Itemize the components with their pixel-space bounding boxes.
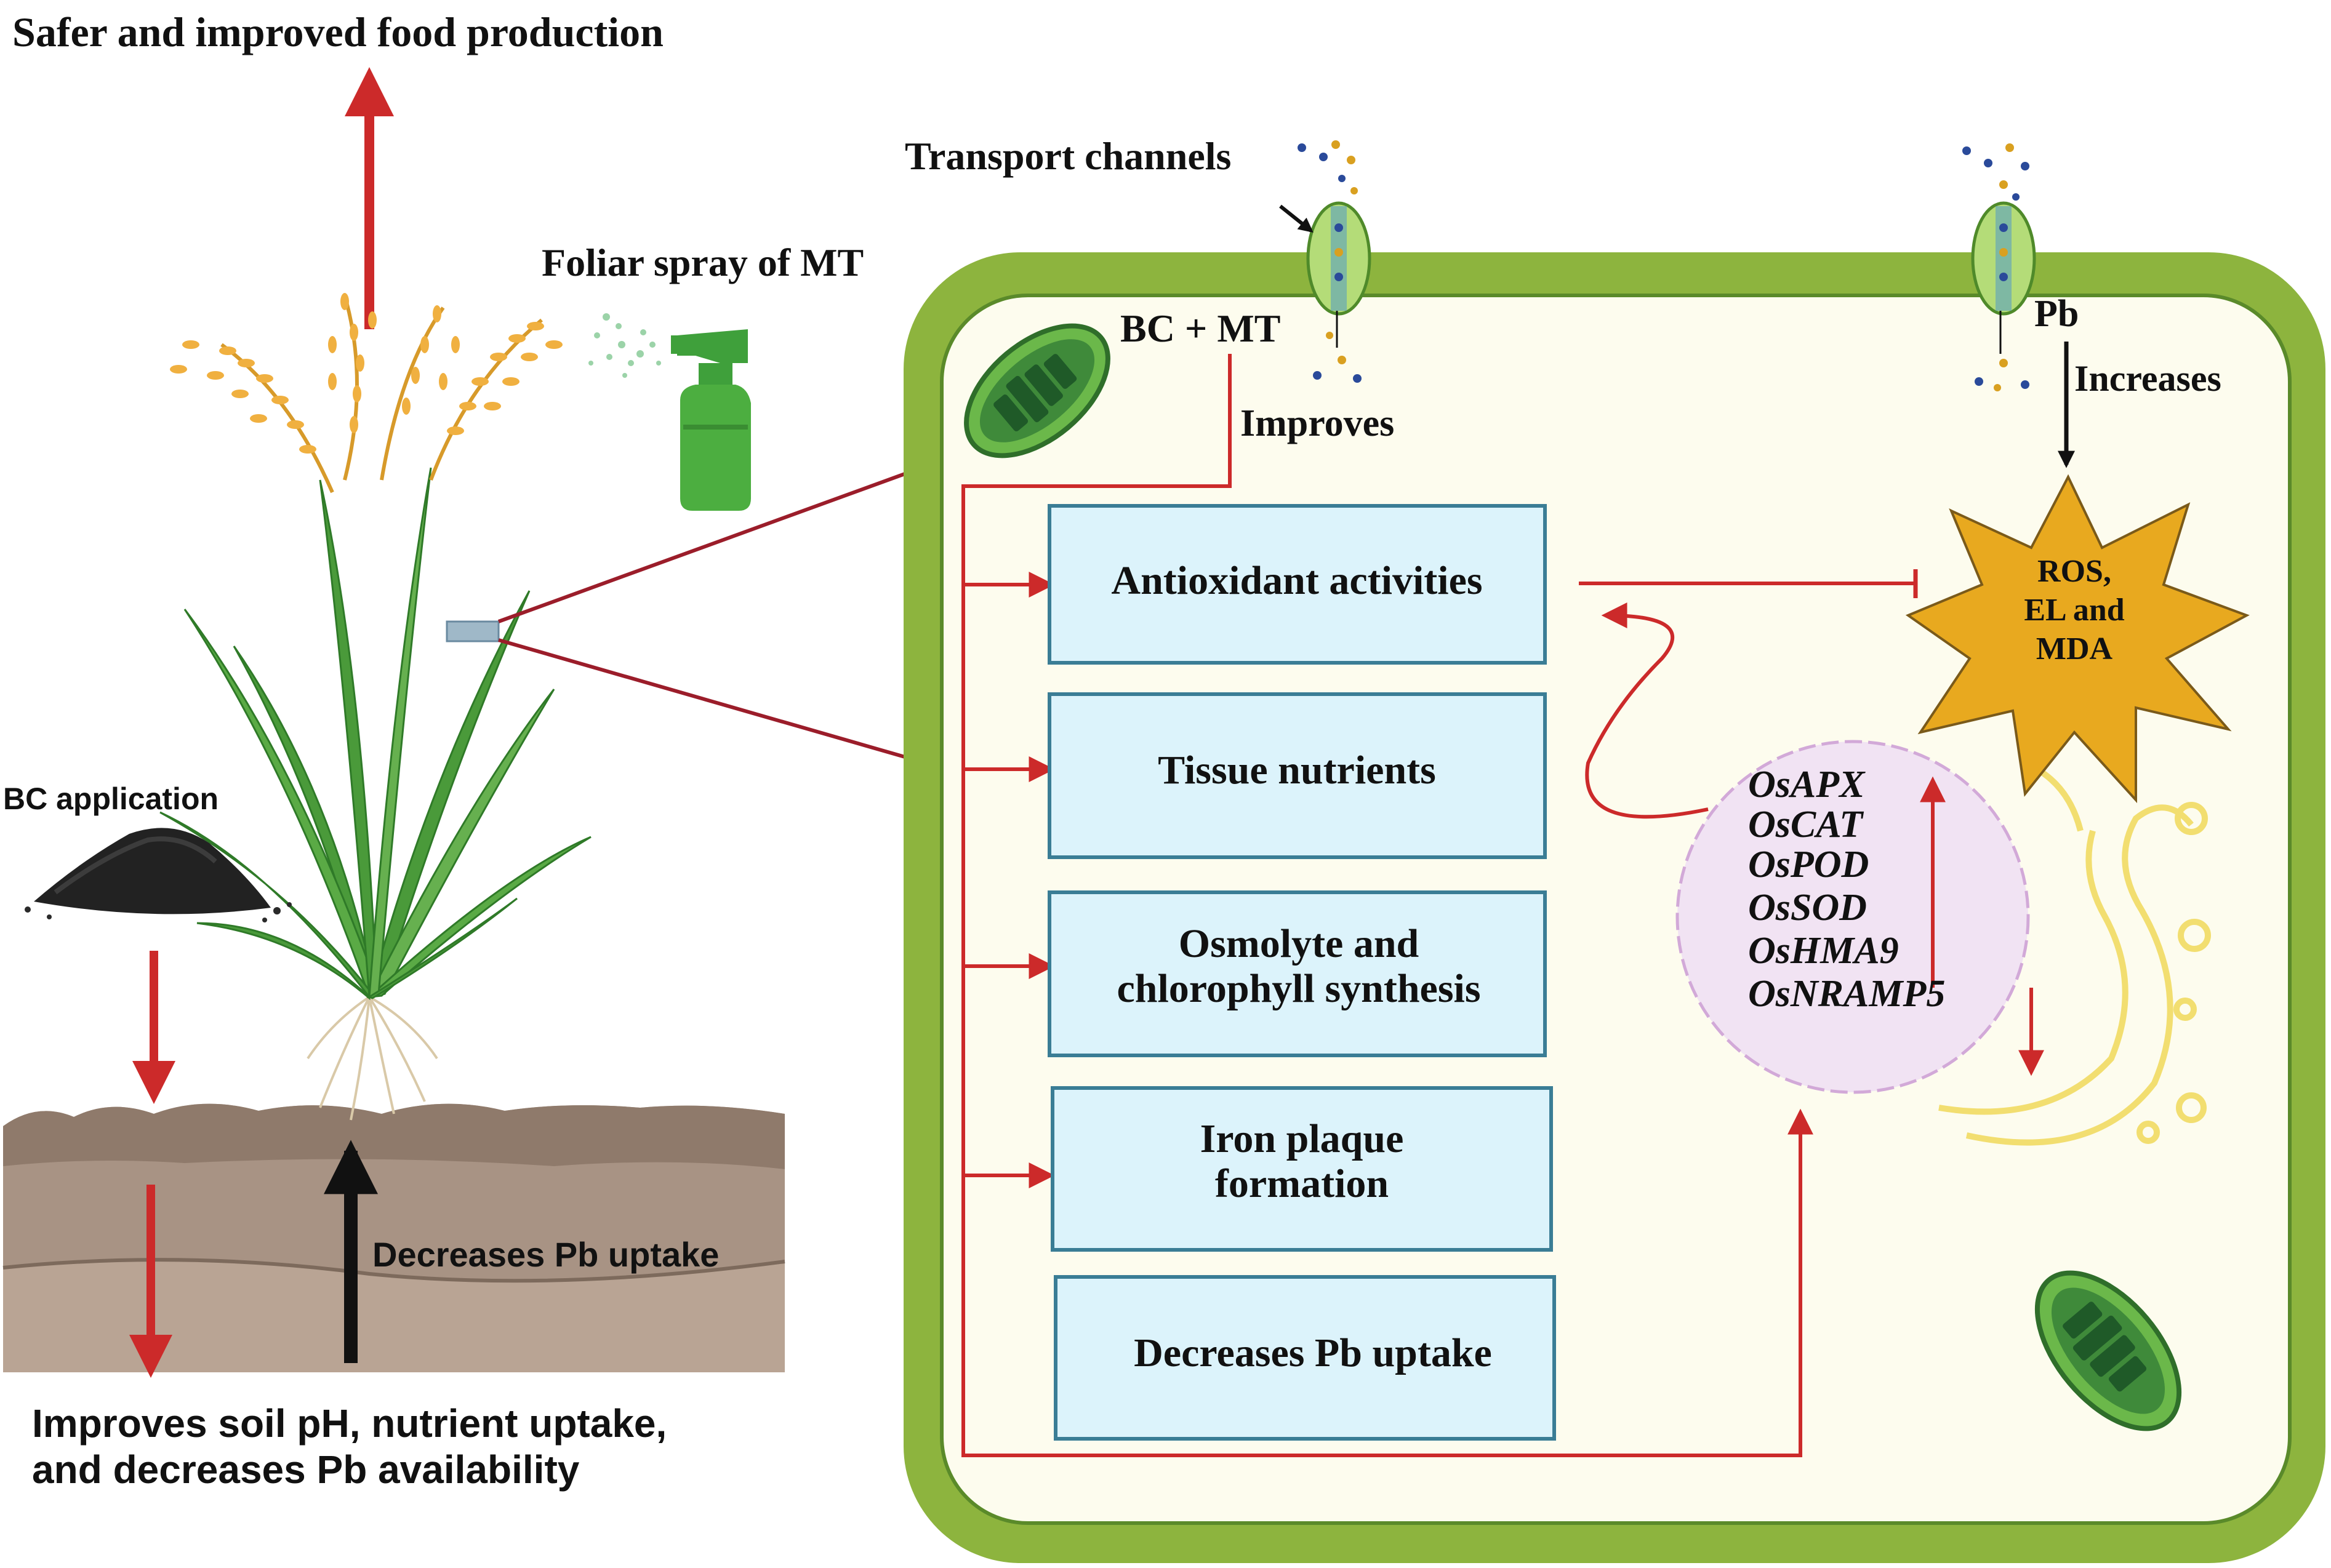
soil-effect-line-1: Improves soil pH, nutrient uptake, [32,1401,667,1446]
plant-roots [307,996,438,1121]
ros-label-line-1: ROS, [2037,554,2111,589]
soil-uptake-label: Decreases Pb uptake [372,1235,719,1274]
gene-ospod: OsPOD [1748,844,1869,886]
effect-box-tissue-nutrients: Tissue nutrients [1048,692,1547,859]
bc-mt-label: BC + MT [1120,306,1280,350]
rice-panicles [170,293,563,494]
pb-label: Pb [2034,293,2079,335]
ros-label-line-3: MDA [2036,631,2113,666]
biochar-pile-icon [25,828,292,922]
improves-label: Improves [1240,402,1394,444]
foliar-label: Foliar spray of MT [542,241,864,284]
gene-osnramp5: OsNRAMP5 [1748,973,1945,1015]
gene-feedback-arrow [1585,602,1709,819]
chloroplast-bottom-icon [2034,1270,2182,1431]
transport-channels-label: Transport channels [905,134,1231,178]
transport-pointer-arrow [1279,204,1314,233]
nucleus [1675,740,2030,1094]
improves-connector [961,354,1802,1457]
title-text: Safer and improved food production [12,9,664,55]
ros-label-line-2: EL and [2024,593,2124,628]
box-antioxidant-line-1: Antioxidant activities [1111,558,1482,603]
box-tissue-line-1: Tissue nutrients [1158,748,1436,793]
box-decreases-line-1: Decreases Pb uptake [1134,1330,1492,1375]
box-osmolyte-line-1: Osmolyte and [1179,921,1419,966]
gene-ossod: OsSOD [1748,887,1867,929]
box-osmolyte-line-2: chlorophyll synthesis [1117,966,1480,1011]
spray-bottle-icon [588,313,751,511]
zoom-line-bottom [498,638,905,759]
box-iron-line-1: Iron plaque [1200,1116,1404,1161]
transport-channel-1-icon [1306,201,1371,316]
transport-channel-2-icon [1971,201,2036,316]
effect-box-iron-plaque: Iron plaque formation [1051,1086,1553,1252]
ros-star [1905,474,2250,804]
gene-oshma9: OsHMA9 [1748,930,1899,972]
box-feed-arrows [963,572,1055,1188]
effect-box-osmolyte: Osmolyte and chlorophyll synthesis [1048,890,1547,1057]
chloroplast-top-icon [964,323,1110,458]
soil-effect-line-2: and decreases Pb availability [32,1447,580,1492]
effect-box-antioxidant: Antioxidant activities [1048,504,1547,665]
effect-box-decreases-pb: Decreases Pb uptake [1054,1275,1556,1441]
leaf-zoom-marker [446,620,500,642]
zoom-line-top [497,472,906,623]
box-iron-line-2: formation [1215,1161,1389,1206]
gene-oscat: OsCAT [1748,804,1864,846]
rice-plant [159,467,592,1001]
soil-block [2,1103,785,1372]
bc-application-label: BC application [3,782,219,816]
gene-osapx: OsAPX [1748,764,1866,806]
increases-label: Increases [2074,358,2221,399]
ion-particles [1298,140,2029,391]
